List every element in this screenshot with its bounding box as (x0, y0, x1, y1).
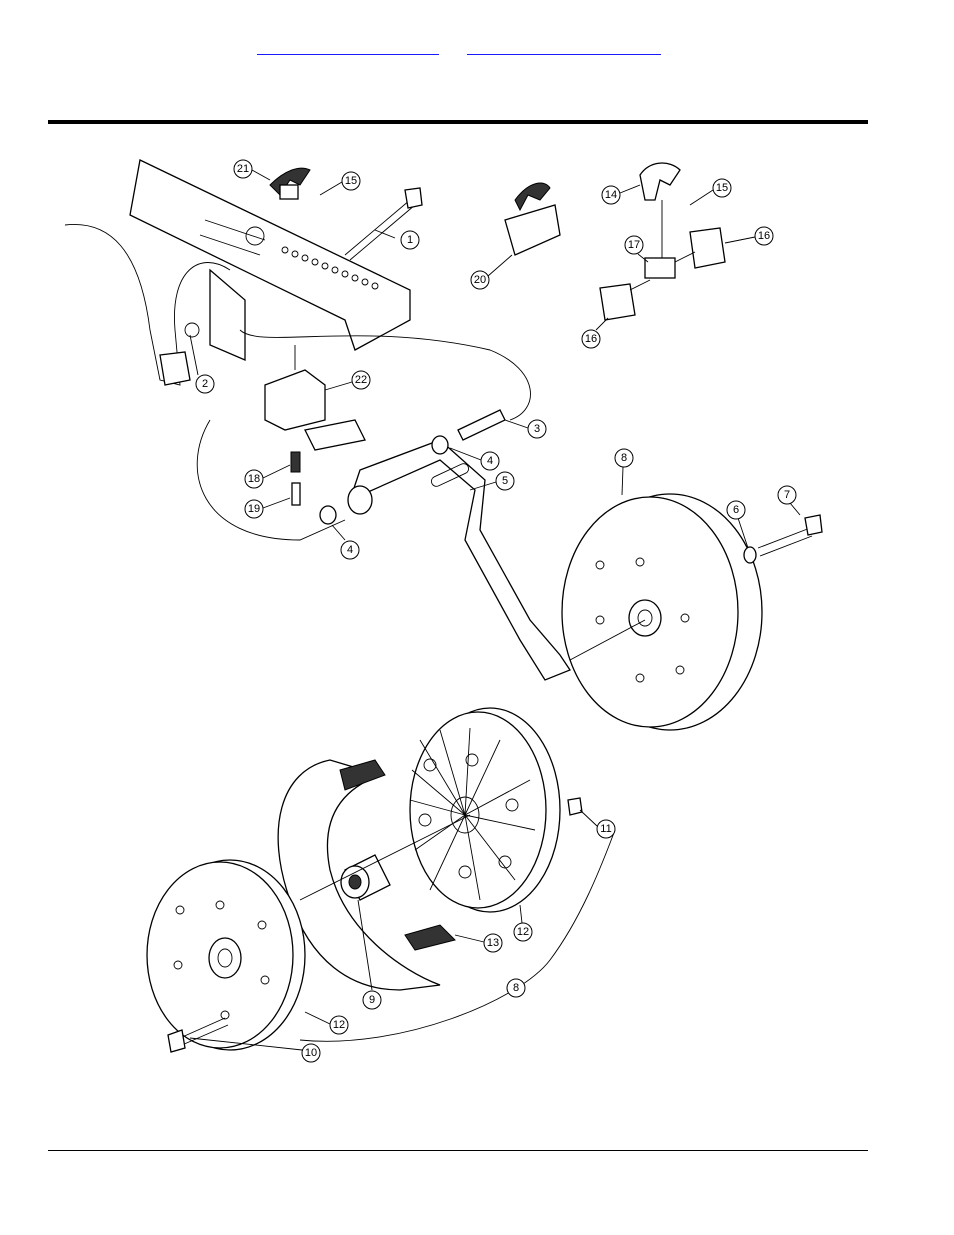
svg-text:14: 14 (605, 189, 617, 201)
svg-text:8: 8 (621, 452, 627, 464)
svg-text:16: 16 (585, 333, 597, 345)
bolt-1 (344, 187, 423, 261)
callout-10: 10 (301, 1043, 321, 1063)
spring-18 (290, 451, 301, 473)
svg-text:1: 1 (407, 234, 413, 246)
pin-19 (291, 482, 301, 506)
callout-6: 6 (726, 500, 746, 520)
svg-text:8: 8 (513, 982, 519, 994)
nav-link-2[interactable] (467, 44, 661, 55)
callout-14: 14 (601, 185, 621, 205)
latch-assembly-14-16-17 (599, 162, 726, 321)
assembly-curve (196, 329, 531, 541)
callout-4a: 4 (480, 451, 500, 471)
bushing-4b (319, 505, 337, 525)
callout-16b: 16 (581, 329, 601, 349)
svg-text:12: 12 (333, 1019, 345, 1031)
callout-11: 11 (596, 819, 616, 839)
callout-13: 13 (483, 933, 503, 953)
footer-rule (48, 1150, 868, 1151)
hub-9 (340, 854, 391, 901)
callout-19: 19 (244, 499, 264, 519)
callout-12a: 12 (513, 922, 533, 942)
callout-15a: 15 (341, 171, 361, 191)
pin-3 (457, 409, 506, 441)
callout-22: 22 (351, 370, 371, 390)
svg-text:17: 17 (628, 239, 640, 251)
frame-bracket (64, 159, 411, 386)
callout-7: 7 (777, 485, 797, 505)
callout-5: 5 (495, 471, 515, 491)
bolt-10 (167, 1017, 229, 1053)
callout-8b: 8 (506, 978, 526, 998)
bolt-7 (757, 514, 823, 557)
svg-text:10: 10 (305, 1047, 317, 1059)
svg-text:4: 4 (347, 544, 353, 556)
callout-17: 17 (624, 235, 644, 255)
svg-text:19: 19 (248, 503, 260, 515)
parts-diagram: 1 2 3 4 4 5 6 7 8 8 9 10 11 12 12 13 14 … (64, 159, 823, 1063)
callout-16a: 16 (754, 226, 774, 246)
wheel-half-12-front (409, 707, 561, 913)
callout-8a: 8 (614, 448, 634, 468)
callout-3: 3 (527, 419, 547, 439)
callout-4b: 4 (340, 540, 360, 560)
gauge-wheel-8 (561, 493, 763, 731)
svg-text:20: 20 (474, 274, 486, 286)
svg-text:16: 16 (758, 230, 770, 242)
svg-text:3: 3 (534, 423, 540, 435)
svg-text:11: 11 (600, 823, 611, 835)
callout-9: 9 (362, 990, 382, 1010)
washer-6 (743, 546, 757, 564)
block-22 (264, 345, 326, 431)
callout-20: 20 (470, 270, 490, 290)
callout-15b: 15 (712, 178, 732, 198)
svg-text:22: 22 (355, 374, 367, 386)
svg-text:5: 5 (502, 475, 508, 487)
svg-text:9: 9 (369, 994, 375, 1006)
svg-text:15: 15 (716, 182, 728, 194)
header-rule (48, 120, 868, 124)
nut-11 (567, 797, 583, 816)
bushing-4a (431, 435, 449, 455)
wheel-half-12-rear (146, 859, 306, 1051)
svg-text:21: 21 (237, 163, 249, 175)
callout-21: 21 (233, 159, 253, 179)
callout-18: 18 (244, 469, 264, 489)
tire-half (277, 759, 456, 991)
svg-text:2: 2 (202, 378, 208, 390)
svg-text:7: 7 (784, 489, 790, 501)
svg-text:15: 15 (345, 175, 357, 187)
callouts: 1 2 3 4 4 5 6 7 8 8 9 10 11 12 12 13 14 … (189, 159, 801, 1063)
svg-text:13: 13 (487, 937, 499, 949)
svg-text:18: 18 (248, 473, 260, 485)
latch-assembly-20 (504, 182, 561, 256)
nav-link-1[interactable] (257, 44, 439, 55)
handle-latch-21 (269, 167, 311, 200)
callout-2: 2 (195, 374, 215, 394)
svg-text:6: 6 (733, 504, 739, 516)
callout-12b: 12 (329, 1015, 349, 1035)
callout-1: 1 (400, 230, 420, 250)
svg-text:12: 12 (517, 926, 529, 938)
frame-holes (281, 246, 379, 290)
svg-text:4: 4 (487, 455, 493, 467)
